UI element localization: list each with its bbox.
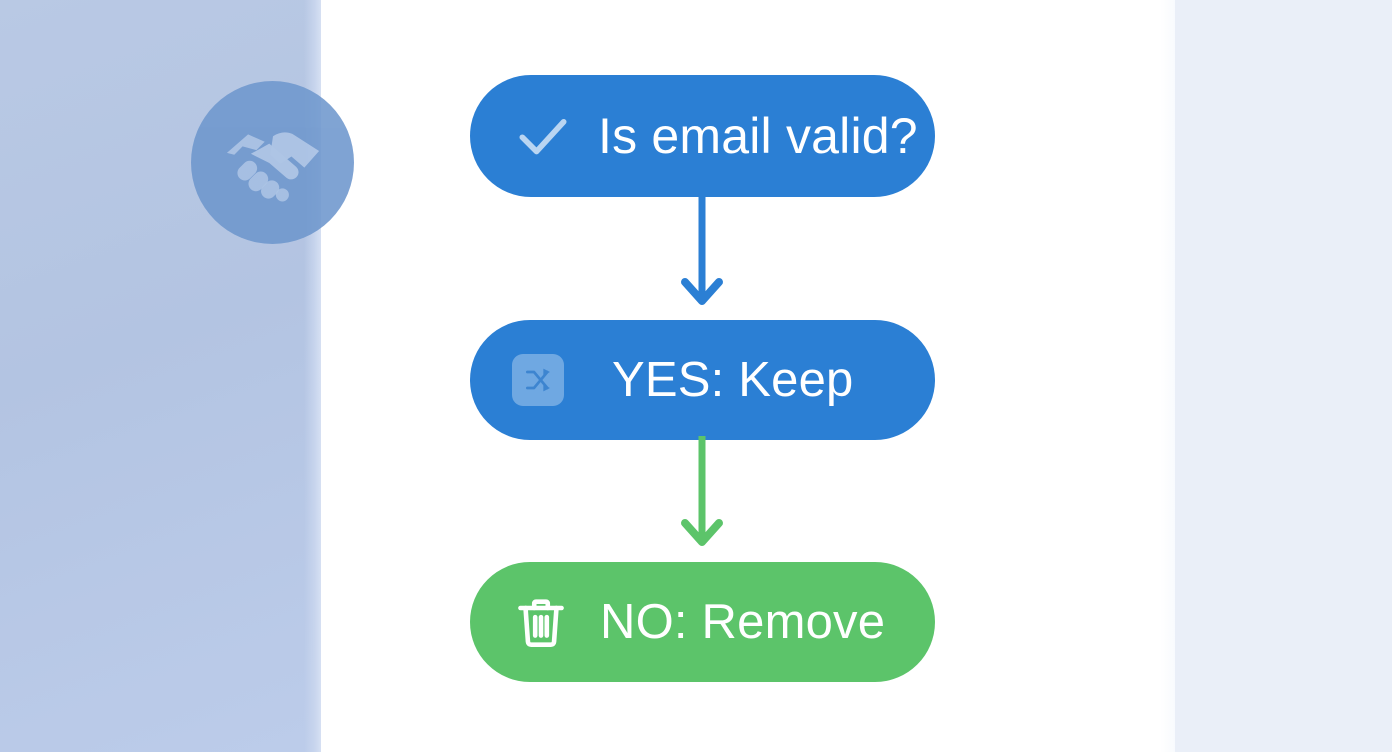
check-icon — [512, 105, 574, 167]
flow-node-decision[interactable]: Is email valid? — [470, 75, 935, 197]
flow-node-yes[interactable]: YES: Keep — [470, 320, 935, 440]
flow-node-no-label: NO: Remove — [600, 595, 886, 649]
connector-yes-to-no — [676, 436, 728, 567]
connector-decision-to-yes — [676, 193, 728, 325]
right-side-panel — [1175, 0, 1392, 752]
handshake-icon — [191, 81, 354, 244]
flow-node-decision-label: Is email valid? — [598, 108, 918, 164]
shuffle-icon-chip — [512, 354, 564, 406]
flow-node-yes-label: YES: Keep — [612, 353, 854, 407]
vertical-scrollbar-track[interactable] — [1180, 0, 1204, 752]
shuffle-icon — [512, 354, 564, 406]
trash-icon — [512, 593, 570, 651]
flow-node-no[interactable]: NO: Remove — [470, 562, 935, 682]
